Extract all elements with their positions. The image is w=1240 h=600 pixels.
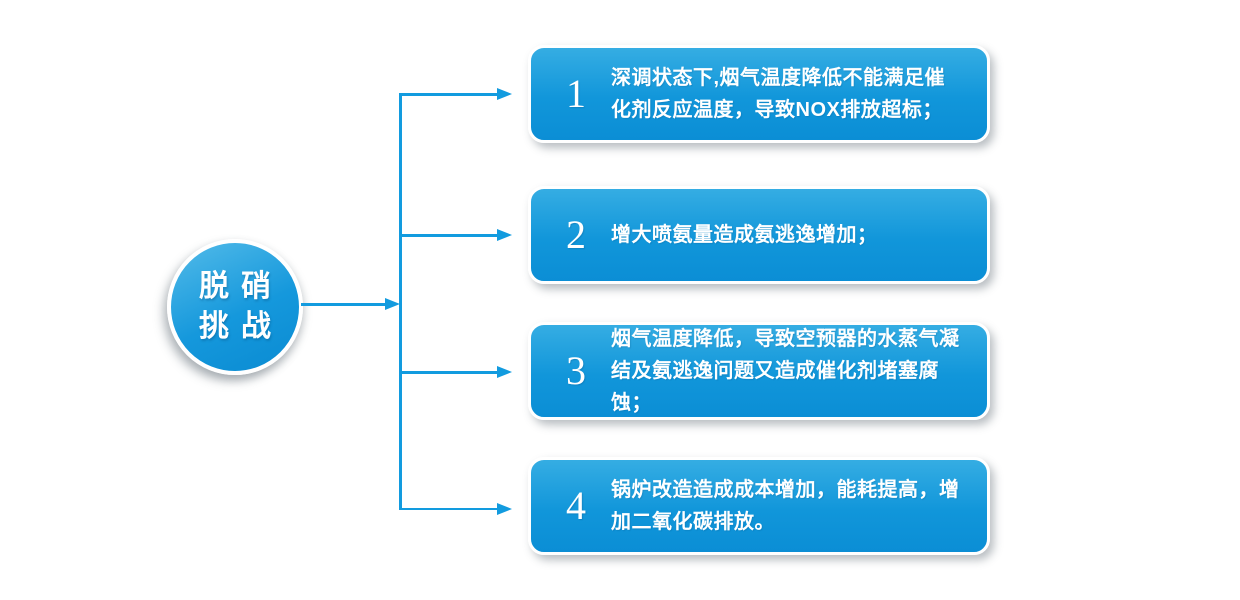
challenge-text: 烟气温度降低，导致空预器的水蒸气凝结及氨逃逸问题又造成催化剂堵塞腐蚀； xyxy=(611,328,960,414)
root-label-line2: 挑战 xyxy=(199,310,283,343)
challenge-number: 1 xyxy=(566,71,586,116)
arrow-right-icon xyxy=(497,88,512,100)
challenge-item-2: 2 增大喷氨量造成氨逃逸增加； xyxy=(528,186,990,284)
arrow-right-icon xyxy=(497,503,512,515)
challenge-item-3: 3 烟气温度降低，导致空预器的水蒸气凝结及氨逃逸问题又造成催化剂堵塞腐蚀； xyxy=(528,322,990,420)
connector-branch-3 xyxy=(400,371,499,374)
arrow-right-icon xyxy=(385,298,400,310)
challenge-number: 2 xyxy=(566,212,586,257)
challenge-text: 增大喷氨量造成氨逃逸增加； xyxy=(611,224,878,246)
connector-branch-2 xyxy=(400,234,499,237)
connector-branch-1 xyxy=(400,93,499,96)
challenge-item-1: 1 深调状态下,烟气温度降低不能满足催化剂反应温度，导致NOX排放超标； xyxy=(528,45,990,143)
connector-branch-4 xyxy=(400,507,499,510)
arrow-right-icon xyxy=(497,229,512,241)
arrow-right-icon xyxy=(497,366,512,378)
challenge-item-4: 4 锅炉改造造成成本增加，能耗提高，增加二氧化碳排放。 xyxy=(528,457,990,555)
connector-root-line xyxy=(301,302,386,306)
challenge-number: 4 xyxy=(566,483,586,528)
challenge-number: 3 xyxy=(566,348,586,393)
root-label-line1: 脱硝 xyxy=(199,269,283,303)
challenge-text: 锅炉改造造成成本增加，能耗提高，增加二氧化碳排放。 xyxy=(611,479,960,533)
challenge-text: 深调状态下,烟气温度降低不能满足催化剂反应温度，导致NOX排放超标； xyxy=(611,67,946,121)
root-node-challenges: 脱硝 挑战 xyxy=(167,239,303,375)
connector-trunk-line xyxy=(399,93,402,510)
